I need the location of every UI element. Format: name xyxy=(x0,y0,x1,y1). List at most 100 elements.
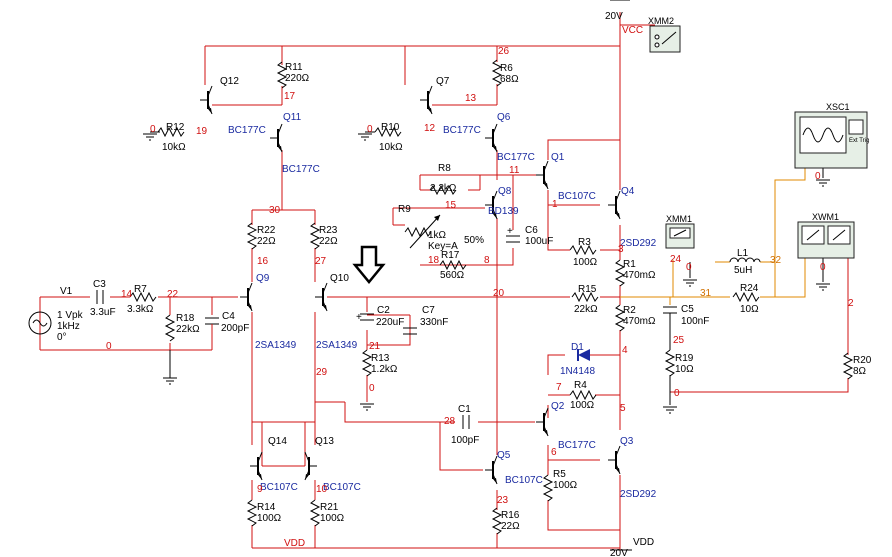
r12-value: 10kΩ xyxy=(162,142,186,153)
svg-text:+: + xyxy=(507,226,513,237)
r20-value: 8Ω xyxy=(853,366,867,377)
net-1: 1 xyxy=(552,199,558,210)
net-0-xmm1: 0 xyxy=(686,262,692,273)
c3-value: 3.3uF xyxy=(90,307,116,318)
r1-value: 470mΩ xyxy=(623,270,656,281)
net-24: 24 xyxy=(670,254,682,265)
r14-value: 100Ω xyxy=(257,513,282,524)
vdd-label-bottom: VDD xyxy=(284,538,305,549)
net-20: 20 xyxy=(493,288,505,299)
q11-ref: Q11 xyxy=(283,112,302,123)
q8-type: BD139 xyxy=(488,206,519,217)
c2-value: 220uF xyxy=(376,317,404,328)
c7-ref: C7 xyxy=(422,305,435,316)
c1-ref: C1 xyxy=(458,404,471,415)
r7-ref: R7 xyxy=(134,284,147,295)
q12-type: BC177C xyxy=(228,125,266,136)
inductor-l1 xyxy=(729,257,761,263)
capacitor-c4 xyxy=(205,317,219,333)
r5-ref: R5 xyxy=(553,469,566,480)
r21-ref: R21 xyxy=(320,502,339,513)
capacitor-c5 xyxy=(663,306,677,330)
r23-ref: R23 xyxy=(319,225,338,236)
net-2: 2 xyxy=(848,298,854,309)
xsc1-label: XSC1 xyxy=(826,102,850,112)
q6-ref: Q6 xyxy=(497,112,511,123)
net-15: 15 xyxy=(445,200,457,211)
c6-ref: C6 xyxy=(525,225,538,236)
r9-percent: 50% xyxy=(464,235,484,246)
wattmeter-xwm1[interactable] xyxy=(797,221,855,259)
net-0-r10: 0 xyxy=(367,124,373,135)
q2-ref: Q2 xyxy=(551,401,565,412)
net-0-xwm1: 0 xyxy=(820,262,826,273)
r6-value: 68Ω xyxy=(500,74,519,85)
r3-value: 100Ω xyxy=(573,257,598,268)
r17-ref: R17 xyxy=(441,250,460,261)
r11-ref: R11 xyxy=(285,62,303,73)
r11-value: 220Ω xyxy=(285,73,310,84)
r8-value: 2.2kΩ xyxy=(430,183,457,194)
q9-type: 2SA1349 xyxy=(255,340,297,351)
q2-type: BC177C xyxy=(558,440,596,451)
q14-type: BC107C xyxy=(260,482,298,493)
net-8: 8 xyxy=(484,255,490,266)
r9-value: 1kΩ xyxy=(428,230,447,241)
v1-phase: 0° xyxy=(57,332,67,343)
c7-value: 330nF xyxy=(420,317,448,328)
q3-type: 2SD292 xyxy=(620,489,657,500)
vdd-value: 20V xyxy=(610,548,628,557)
net-27: 27 xyxy=(315,256,327,267)
capacitor-c6: + xyxy=(506,226,520,243)
r21-value: 100Ω xyxy=(320,513,345,524)
q13-ref: Q13 xyxy=(315,436,334,447)
multimeter-xmm2[interactable] xyxy=(649,25,681,53)
net-23: 23 xyxy=(497,495,509,506)
r20-ref: R20 xyxy=(853,355,872,366)
d1-ref: D1 xyxy=(571,342,584,353)
source-v1 xyxy=(28,311,52,335)
q4-type: 2SD292 xyxy=(620,238,657,249)
net-9: 9 xyxy=(257,484,263,495)
r13-ref: R13 xyxy=(371,353,390,364)
net-29: 29 xyxy=(316,367,328,378)
net-32: 32 xyxy=(770,255,782,266)
net-5: 5 xyxy=(620,403,626,414)
net-16: 16 xyxy=(257,256,269,267)
multimeter-xmm1[interactable] xyxy=(665,223,695,249)
net-25: 25 xyxy=(673,335,685,346)
q3-ref: Q3 xyxy=(620,436,634,447)
d1-type: 1N4148 xyxy=(560,366,595,377)
c5-ref: C5 xyxy=(681,304,694,315)
q6-type: BC177C xyxy=(497,152,535,163)
r17-value: 560Ω xyxy=(440,270,465,281)
r9-ref: R9 xyxy=(398,204,411,215)
xmm2-label: XMM2 xyxy=(648,16,674,26)
diode-d1 xyxy=(577,349,590,361)
c4-value: 200pF xyxy=(221,323,249,334)
q7-ref: Q7 xyxy=(436,76,450,87)
net-28: 28 xyxy=(444,416,456,427)
r23-value: 22Ω xyxy=(319,236,338,247)
r9-key: Key=A xyxy=(428,241,458,252)
q5-ref: Q5 xyxy=(497,450,511,461)
l1-value: 5uH xyxy=(734,265,752,276)
net-10: 10 xyxy=(316,484,328,495)
vcc-label: VCC xyxy=(622,25,643,36)
net-0-xsc1: 0 xyxy=(815,171,821,182)
q14-ref: Q14 xyxy=(268,436,287,447)
net-0-r19: 0 xyxy=(674,388,680,399)
net-6: 6 xyxy=(551,447,557,458)
wiring-output xyxy=(620,168,806,305)
r10-ref: R10 xyxy=(381,122,400,133)
net-11: 11 xyxy=(509,165,520,176)
net-19: 19 xyxy=(196,126,208,137)
oscilloscope-xsc1[interactable] xyxy=(794,111,868,169)
vcc-value: 20V xyxy=(605,11,623,22)
capacitor-c1 xyxy=(462,415,470,429)
q9-ref: Q9 xyxy=(256,273,270,284)
v1-freq: 1kHz xyxy=(57,321,80,332)
q7-type: BC177C xyxy=(443,125,481,136)
net-22: 22 xyxy=(167,289,179,300)
